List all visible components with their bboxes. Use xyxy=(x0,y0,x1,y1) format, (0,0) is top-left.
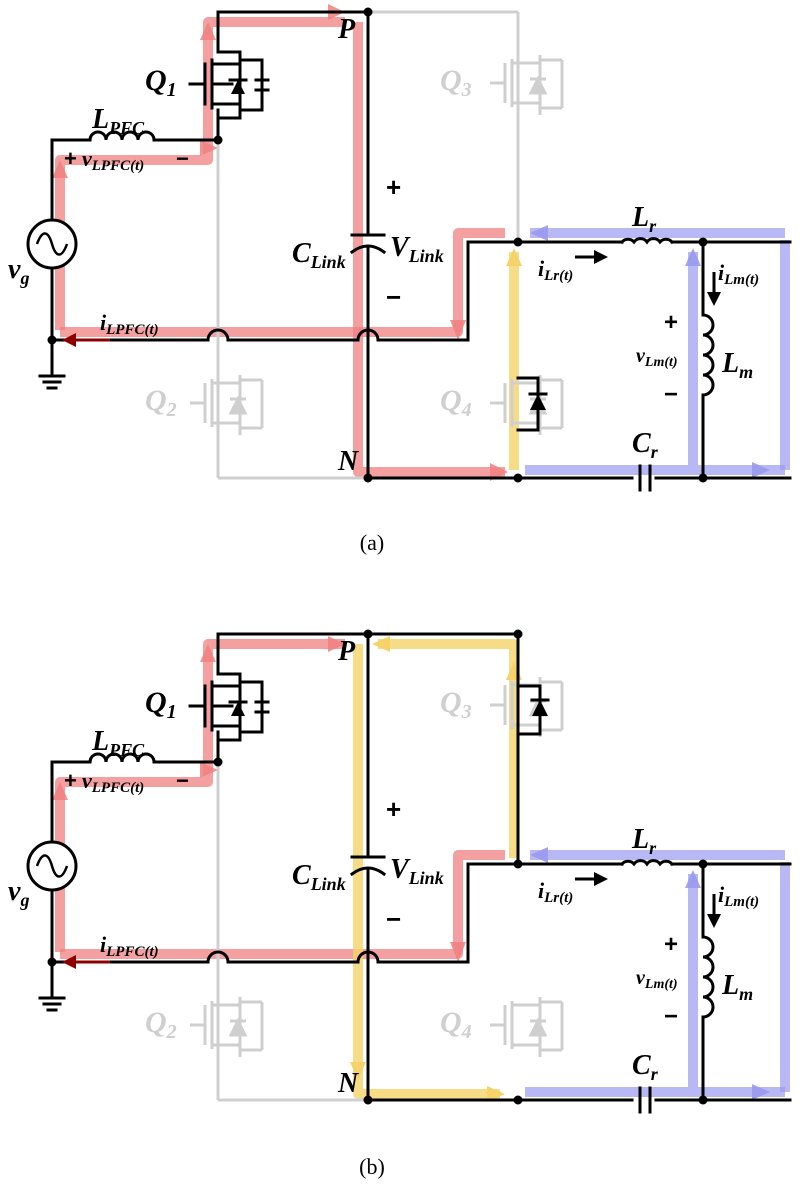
vlm-minus: − xyxy=(664,1003,678,1030)
ilpfc-label: iLPFC(t) xyxy=(100,932,159,960)
ilr-label: iLr(t) xyxy=(538,878,573,906)
vlink-plus: + xyxy=(386,172,401,202)
vlink-plus: + xyxy=(386,794,401,824)
vlpfc-label: vLPFC(t) xyxy=(82,146,144,174)
vlm-minus: − xyxy=(664,381,678,408)
node-n-label: N xyxy=(337,1068,360,1099)
vlink-label: VLink xyxy=(390,232,444,266)
cr-label: Cr xyxy=(632,1050,659,1084)
ilm-label: iLm(t) xyxy=(718,882,759,910)
node-p-label: P xyxy=(337,14,356,45)
caption-b: (b) xyxy=(359,1154,385,1179)
ilpfc-label: iLPFC(t) xyxy=(100,310,159,338)
caption-a: (a) xyxy=(360,530,384,555)
q3-label: Q3 xyxy=(440,686,472,723)
panel-b: P N Q1 Q2 Q3 Q4 LPFC + vLPFC(t) − vg iLP… xyxy=(8,628,792,1179)
ilm-label: iLm(t) xyxy=(718,260,759,288)
vlpfc-minus: − xyxy=(176,146,189,171)
lm-label: Lm xyxy=(721,348,753,382)
q4-label: Q4 xyxy=(440,384,472,421)
vlm-label: vLm(t) xyxy=(636,345,678,370)
vlink-minus: − xyxy=(386,282,401,312)
lr-label: Lr xyxy=(631,202,657,236)
q4-diode-active xyxy=(516,376,548,432)
vlpfc-plus: + xyxy=(64,146,77,171)
vlpfc-label: vLPFC(t) xyxy=(82,768,144,796)
lpfc-label: LPFC xyxy=(91,726,145,760)
path-blue xyxy=(525,850,790,1097)
q2-label: Q2 xyxy=(145,384,177,421)
path-red xyxy=(55,639,505,959)
q4-label: Q4 xyxy=(440,1006,472,1043)
vg-label: vg xyxy=(8,254,29,288)
vlpfc-minus: − xyxy=(176,768,189,793)
node-p-label: P xyxy=(337,636,356,667)
ilr-label: iLr(t) xyxy=(538,256,573,284)
q3-diode-active xyxy=(366,629,550,866)
q1-label: Q1 xyxy=(145,64,177,101)
path-red xyxy=(55,17,505,477)
vlm-plus: + xyxy=(664,931,678,958)
vlm-label: vLm(t) xyxy=(636,967,678,992)
clink-label: CLink xyxy=(292,238,346,272)
vlink-label: VLink xyxy=(390,854,444,888)
lr-label: Lr xyxy=(631,824,657,858)
vlpfc-plus: + xyxy=(64,768,77,793)
path-blue xyxy=(525,228,790,475)
vlm-plus: + xyxy=(664,309,678,336)
vlink-minus: − xyxy=(386,904,401,934)
lpfc-label: LPFC xyxy=(91,104,145,138)
panel-a: P N Q1 Q2 Q3 Q4 LPFC + vLPFC(t) − vg iLP… xyxy=(8,4,792,555)
path-yellow xyxy=(353,639,519,1099)
lm-label: Lm xyxy=(721,970,753,1004)
node-n-label: N xyxy=(337,446,360,477)
clink-label: CLink xyxy=(292,860,346,894)
vg-label: vg xyxy=(8,876,29,910)
q2-label: Q2 xyxy=(145,1006,177,1043)
q1-label: Q1 xyxy=(145,686,177,723)
cr-label: Cr xyxy=(632,428,659,462)
q3-label: Q3 xyxy=(440,64,472,101)
